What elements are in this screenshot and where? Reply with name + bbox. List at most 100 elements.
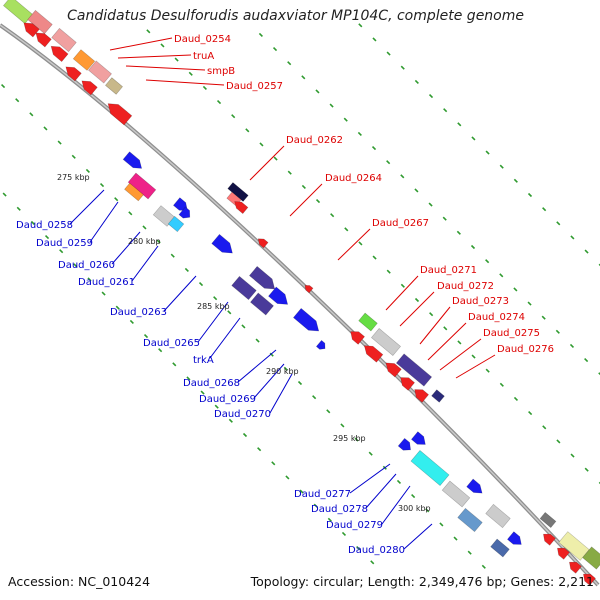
tick-dot (329, 103, 334, 108)
gene-label-forward[interactable]: Daud_0268 (183, 378, 240, 389)
gene-label-forward[interactable]: Daud_0263 (110, 307, 167, 318)
tick-dot (259, 142, 264, 147)
leader-line (253, 363, 285, 399)
leader-line (385, 275, 419, 311)
tick-dot (354, 437, 359, 442)
tick-dot (556, 221, 561, 226)
tick-dot (186, 376, 191, 381)
gene-label-forward[interactable]: Daud_0260 (58, 260, 115, 271)
gene-feature (543, 533, 556, 546)
tick-dot (569, 343, 575, 349)
gene-label-reverse[interactable]: Daud_0274 (468, 312, 525, 323)
gene-label-forward[interactable]: Daud_0258 (16, 220, 73, 231)
tick-dot (198, 281, 204, 287)
leader-line (109, 37, 173, 51)
gene-feature (250, 292, 274, 316)
tick-dot (160, 43, 165, 48)
gene-feature (485, 503, 511, 529)
tick-dot (71, 154, 76, 159)
gene-feature (23, 22, 40, 38)
tick-dot (471, 354, 476, 359)
tick-dot (443, 326, 448, 331)
gene-label-reverse[interactable]: Daud_0267 (372, 218, 429, 229)
gene-label-reverse[interactable]: Daud_0257 (226, 81, 283, 92)
leader-line (455, 354, 496, 379)
tick-dot (16, 206, 21, 211)
gene-label-reverse[interactable]: Daud_0264 (325, 173, 382, 184)
tick-dot (330, 213, 335, 218)
tick-dot (29, 112, 34, 117)
gene-label-forward[interactable]: trkA (193, 355, 214, 366)
accession-label: Accession: NC_010424 (8, 574, 151, 589)
gene-label-reverse[interactable]: truA (193, 51, 214, 62)
tick-dot (456, 230, 461, 235)
tick-dot (370, 560, 375, 565)
gene-label-forward[interactable]: Daud_0270 (214, 409, 271, 420)
gene-feature (304, 285, 314, 294)
tick-dot (115, 305, 120, 310)
tick-dot (499, 164, 504, 169)
tick-dot (471, 136, 476, 141)
tick-dot (57, 140, 62, 145)
tick-label: 300 kbp (398, 504, 431, 513)
gene-features (2, 0, 600, 586)
gene-feature (152, 205, 176, 227)
tick-dot (470, 244, 476, 250)
gene-feature (234, 201, 249, 214)
tick-dot (312, 395, 317, 400)
gene-label-forward[interactable]: Daud_0269 (199, 394, 256, 405)
gene-label-forward[interactable]: Daud_0277 (294, 489, 351, 500)
gene-feature (431, 389, 445, 403)
gene-label-forward[interactable]: Daud_0261 (78, 277, 135, 288)
gene-label-forward[interactable]: Daud_0279 (326, 520, 383, 531)
tick-dot (101, 291, 106, 296)
tick-dot (85, 168, 90, 173)
tick-dot (556, 439, 561, 444)
tick-dot (570, 453, 575, 458)
tick-dot (425, 508, 430, 513)
genome-summary: Topology: circular; Length: 2,349,476 bp… (250, 574, 594, 589)
gene-label-reverse[interactable]: Daud_0276 (497, 344, 554, 355)
tick-label: 275 kbp (57, 173, 90, 182)
gene-feature (65, 66, 82, 82)
gene-label-reverse[interactable]: Daud_0262 (286, 135, 343, 146)
gene-label-forward[interactable]: Daud_0259 (36, 238, 93, 249)
tick-dot (287, 61, 292, 66)
tick-dot (245, 128, 250, 133)
gene-feature (124, 182, 144, 202)
tick-dot (301, 75, 306, 80)
tick-dot (411, 494, 416, 499)
tick-dot (285, 475, 290, 480)
tick-dot (283, 366, 288, 371)
tick-dot (255, 338, 260, 343)
tick-dot (273, 156, 278, 161)
tick-dot (528, 411, 533, 416)
tick-dot (414, 79, 419, 84)
gene-label-reverse[interactable]: Daud_0275 (483, 328, 540, 339)
tick-dot (400, 174, 405, 179)
tick-dot (467, 550, 472, 555)
tick-dot (146, 29, 151, 34)
tick-dot (527, 192, 533, 198)
tick-dot (400, 283, 405, 288)
leader-line (365, 473, 397, 509)
map-title: Candidatus Desulforudis audaxviator MP10… (67, 8, 524, 24)
leader-line (197, 301, 229, 343)
gene-label-reverse[interactable]: Daud_0272 (437, 281, 494, 292)
gene-label-forward[interactable]: Daud_0278 (311, 504, 368, 515)
gene-feature (227, 182, 249, 202)
gene-label-reverse[interactable]: smpB (207, 66, 235, 77)
gene-label-reverse[interactable]: Daud_0273 (452, 296, 509, 307)
tick-dot (128, 211, 133, 216)
tick-dot (73, 263, 78, 268)
tick-dot (513, 178, 518, 183)
leader-line (381, 485, 411, 525)
gene-label-forward[interactable]: Daud_0280 (348, 545, 405, 556)
gene-label-reverse[interactable]: Daud_0271 (420, 265, 477, 276)
gene-feature (107, 103, 133, 126)
gene-label-reverse[interactable]: Daud_0254 (174, 34, 231, 45)
tick-dot (555, 329, 560, 334)
tick-dot (0, 83, 6, 89)
gene-feature (81, 80, 98, 96)
gene-label-forward[interactable]: Daud_0265 (143, 338, 200, 349)
